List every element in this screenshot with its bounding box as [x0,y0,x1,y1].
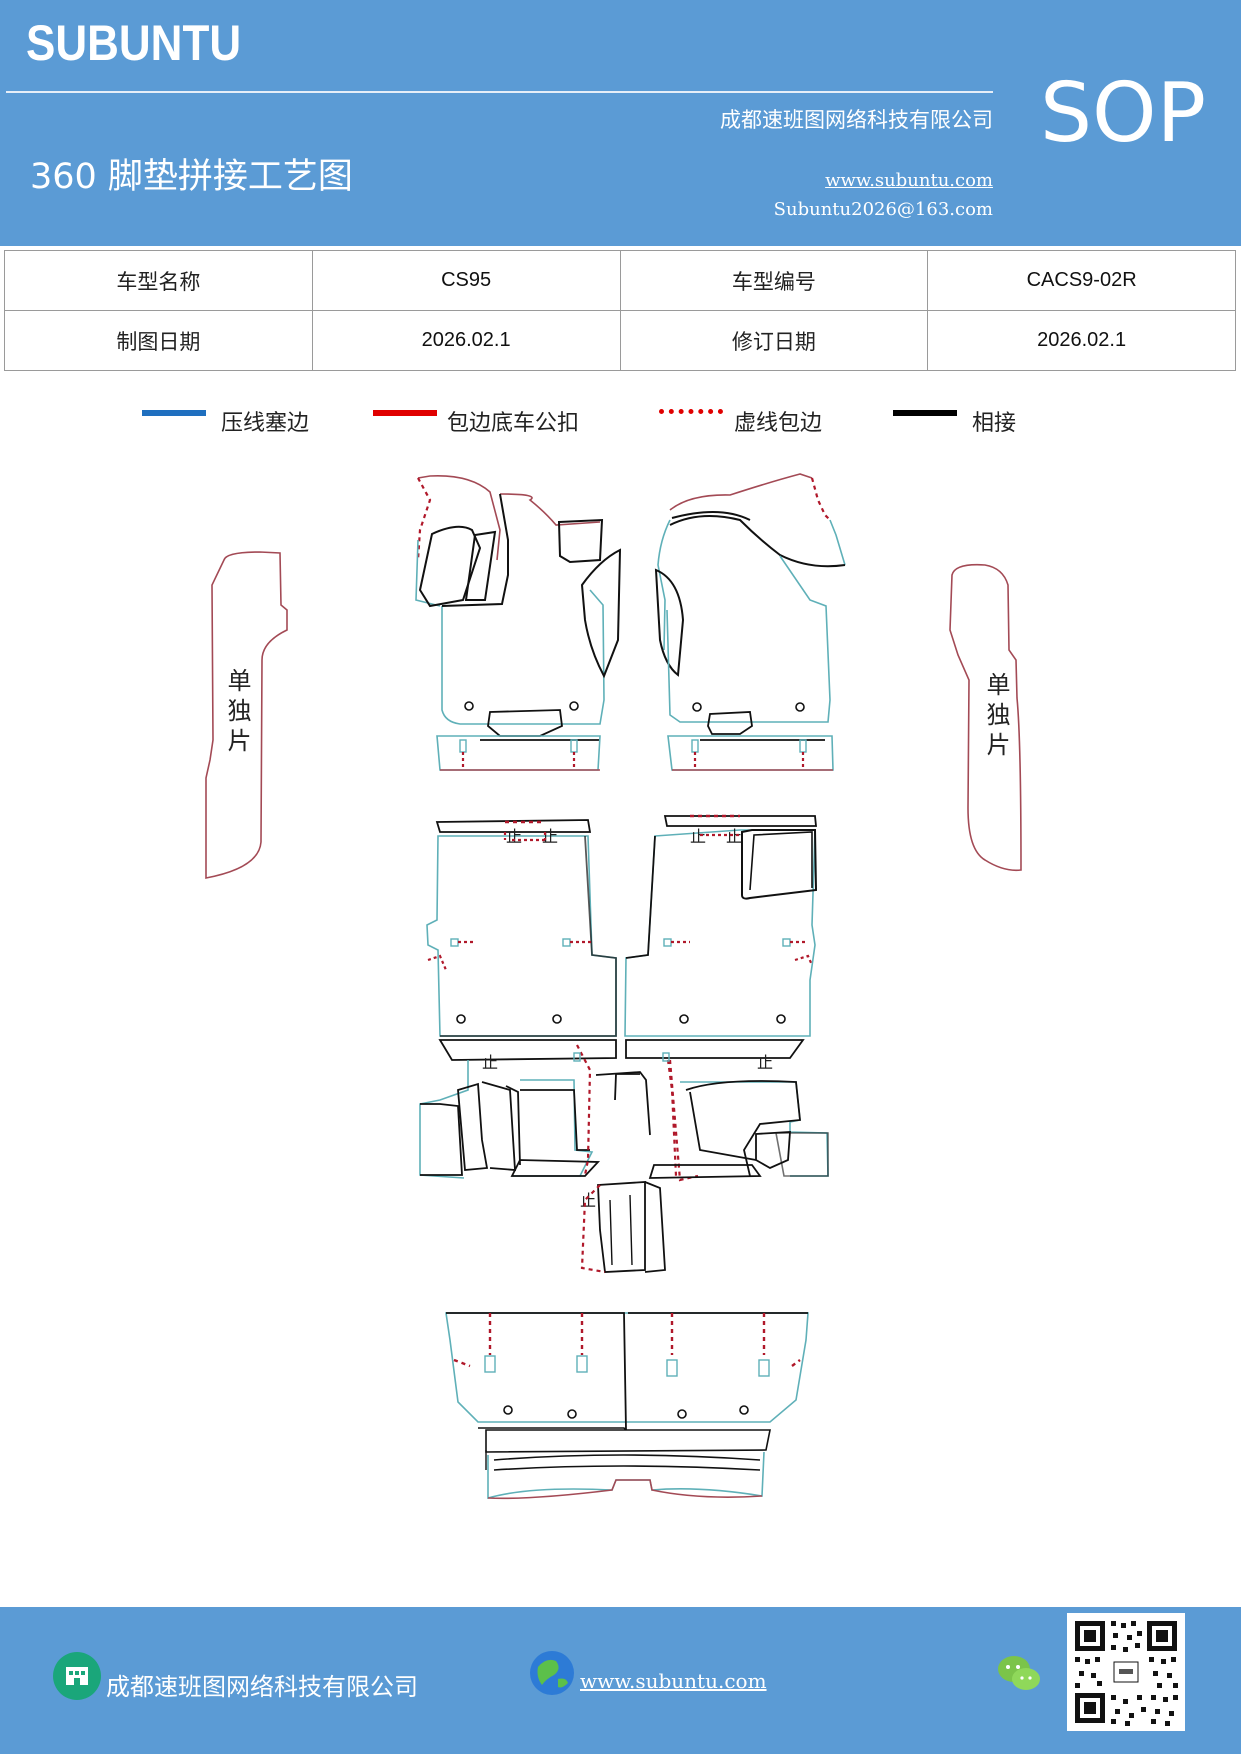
legend-label: 相接 [972,411,1017,436]
header-website-link[interactable]: www.subuntu.com [825,170,993,191]
legend-label: 包边底车公扣 [447,411,580,436]
rear-right-footwell [614,1052,829,1182]
stitch-mark: 止 [482,1053,498,1072]
front-left-mat [415,475,622,771]
legend-swatch [373,410,437,416]
page-header: SUBUNTU 成都速班图网络科技有限公司 360 脚垫拼接工艺图 www.su… [0,0,1241,246]
center-tunnel: 止 [580,1071,666,1274]
table-row: 制图日期 2026.02.1 修订日期 2026.02.1 [4,310,1236,371]
right-piece-label: 单独片 [982,672,1010,762]
sop-badge: SOP [1040,66,1207,161]
table-row: 车型名称 CS95 车型编号 CACS9-02R [4,250,1236,311]
revision-date-value: 2026.02.1 [927,310,1236,371]
stitch-mark: 止 [580,1191,596,1210]
tunnel-strip: 止 止 [438,1039,805,1072]
model-name-label: 车型名称 [4,250,313,311]
footer-website-link[interactable]: www.subuntu.com [580,1669,767,1693]
legend-item-joint: 相接 [893,405,1053,436]
stitch-mark: 止 [506,827,522,846]
middle-left-mat: 止 止 [426,819,617,1037]
legend-item-dashed-binding: 虚线包边 [659,405,859,436]
right-side-piece: 单独片 [949,563,1022,872]
legend-item-binding: 包边底车公扣 [373,405,613,436]
stitch-mark: 止 [726,827,742,846]
model-code-label: 车型编号 [619,250,929,311]
left-side-piece: 单独片 [205,551,288,879]
globe-icon [530,1651,574,1695]
header-company: 成都速班图网络科技有限公司 [720,108,993,132]
model-code-value: CACS9-02R [927,250,1236,311]
legend-label: 虚线包边 [734,411,823,436]
stitch-mark: 止 [542,827,558,846]
legend-swatch [659,409,723,414]
header-email: Subuntu2026@163.com [773,199,993,220]
revision-date-label: 修订日期 [619,310,929,371]
stitch-mark: 止 [690,827,706,846]
drawing-date-label: 制图日期 [4,310,313,371]
building-icon [53,1652,101,1700]
legend-swatch [142,410,206,416]
legend-swatch [893,410,957,416]
stitch-mark: 止 [757,1053,773,1072]
front-right-mat [654,473,846,771]
model-name-value: CS95 [311,250,621,311]
page-title: 360 脚垫拼接工艺图 [30,157,353,197]
brand-logo: SUBUNTU [26,15,242,71]
drawing-date-value: 2026.02.1 [311,310,621,371]
legend-label: 压线塞边 [221,411,310,436]
middle-right-mat: 止 止 [624,814,818,1037]
rear-row-mat [445,1312,809,1500]
page-footer: 成都速班图网络科技有限公司 www.subuntu.com [0,1607,1241,1754]
wechat-icon[interactable] [996,1653,1042,1693]
legend-item-press-edge: 压线塞边 [142,405,342,436]
qr-code [1067,1613,1185,1731]
info-table: 车型名称 CS95 车型编号 CACS9-02R 制图日期 2026.02.1 … [4,250,1236,371]
left-piece-label: 单独片 [223,668,251,758]
rear-left-footwell [419,1044,601,1179]
footer-company: 成都速班图网络科技有限公司 [106,1673,418,1701]
header-divider [6,91,993,93]
